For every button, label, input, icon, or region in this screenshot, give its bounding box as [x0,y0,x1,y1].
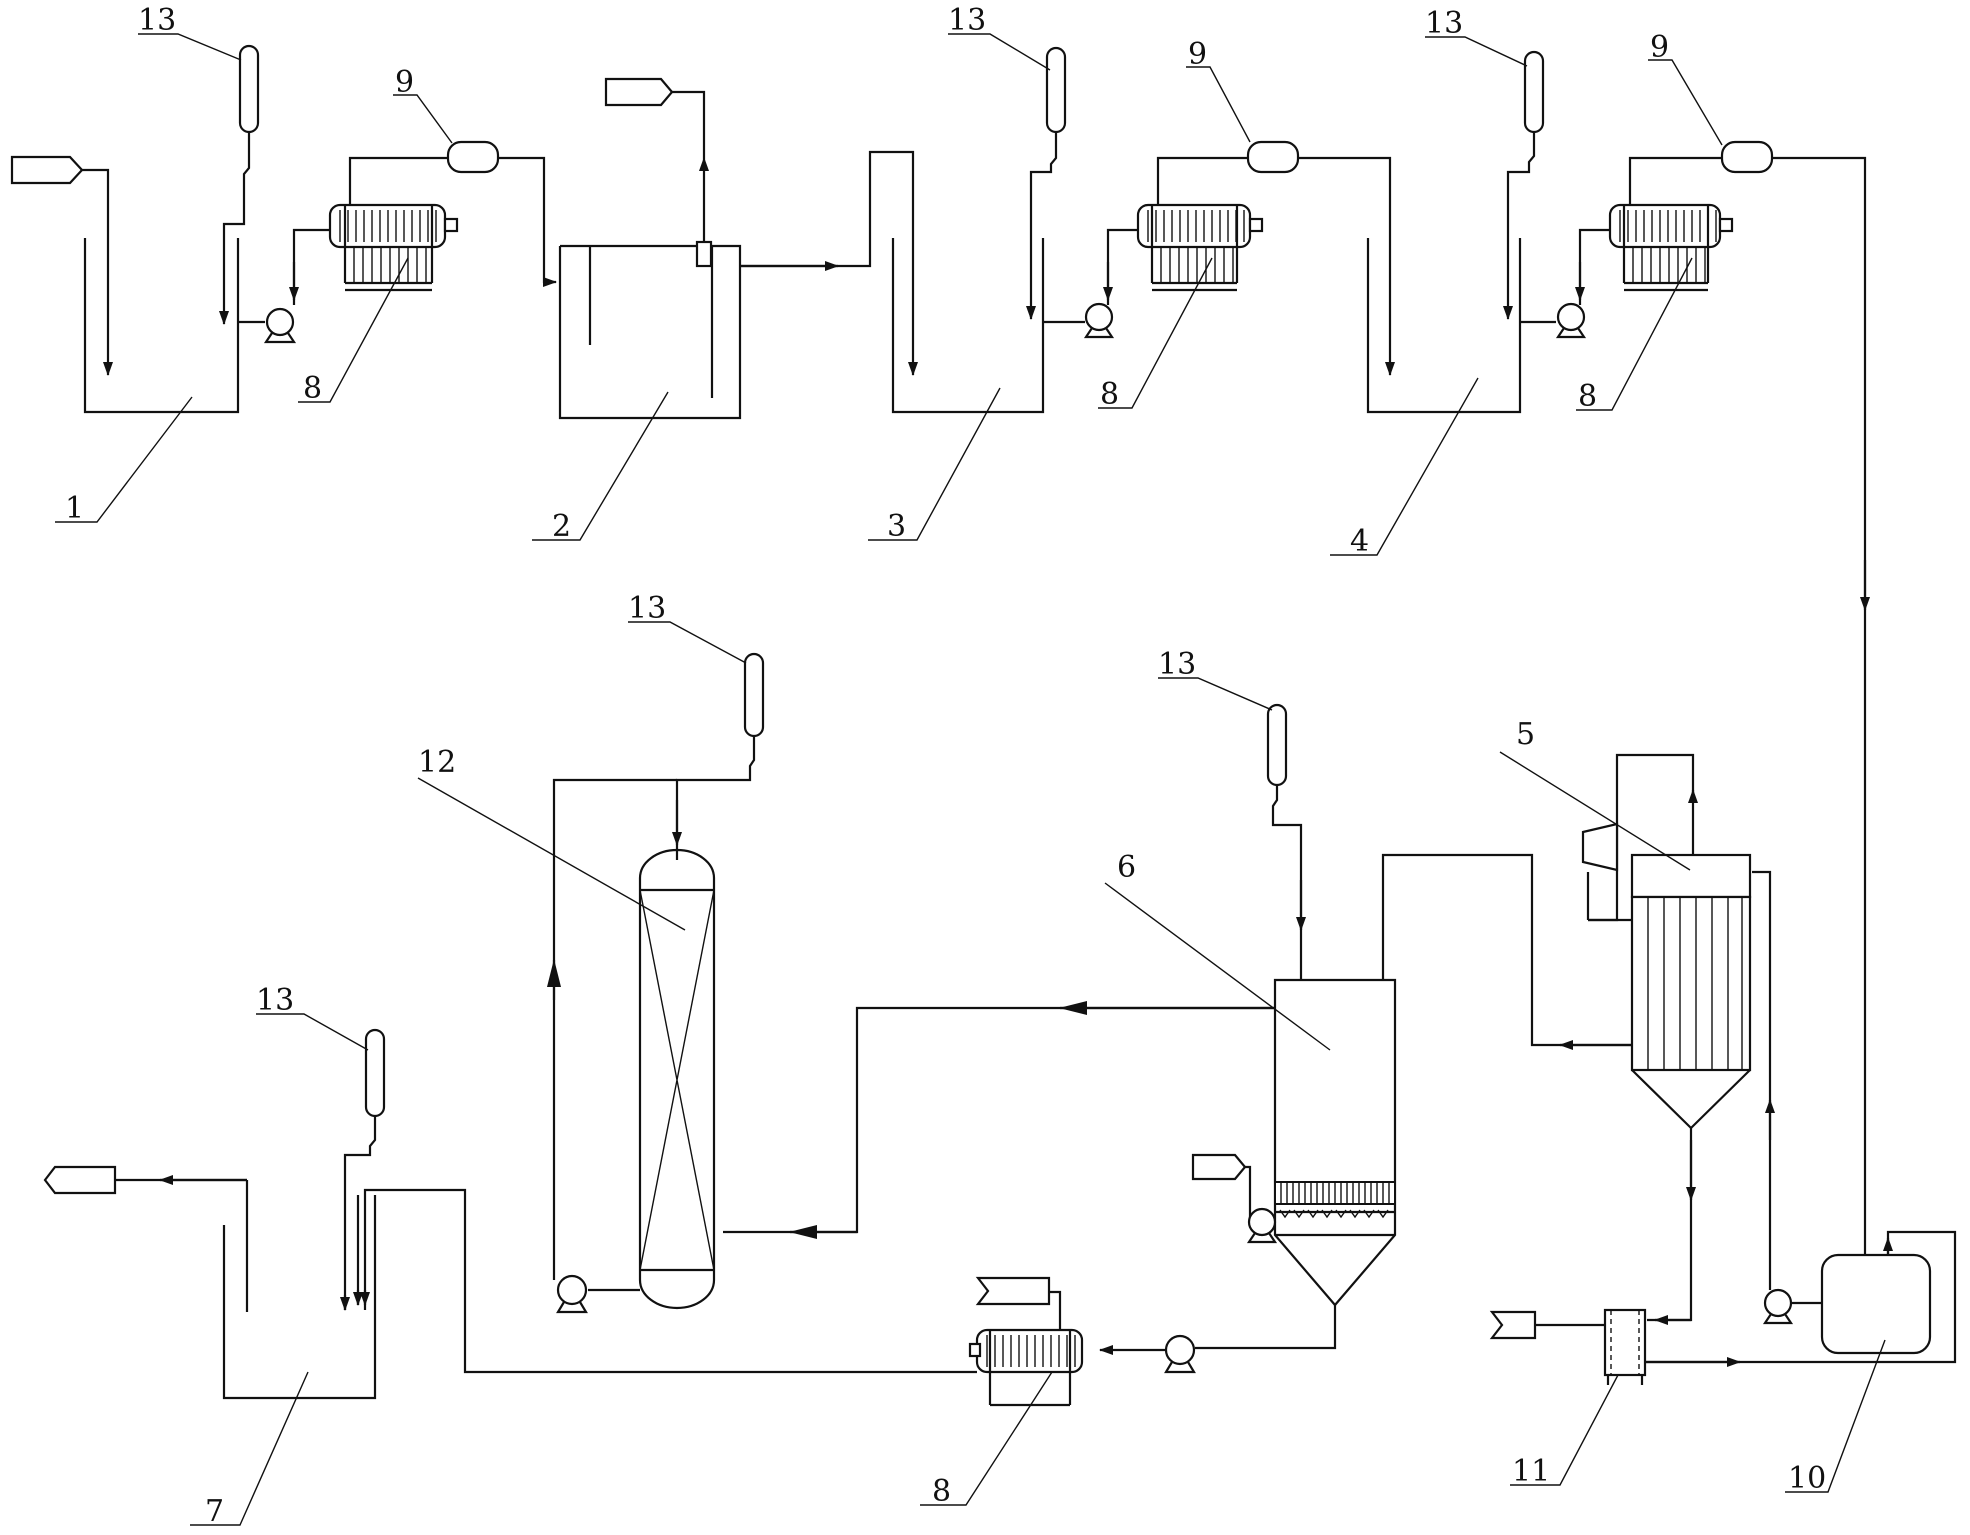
labels: 13 9 8 1 2 13 9 8 3 13 9 8 4 13 13 5 12 … [65,3,1826,1529]
label-1: 1 [65,491,84,526]
filter-press-8-d [968,1276,1084,1407]
tank-1 [83,238,240,414]
label-10: 10 [1788,1461,1826,1496]
mother-liquor-line [723,1001,1275,1239]
label-8-a: 8 [303,371,322,406]
pump-6 [556,1274,640,1314]
tank-7 [43,1165,977,1400]
filter-press-8-c [1575,156,1734,305]
feed-inlet-1 [10,155,113,376]
pump-4 [1752,870,1822,1325]
label-4: 4 [1350,524,1369,559]
tank-3 [891,238,1045,414]
evaporator-5 [1581,753,1752,1130]
label-13-a: 13 [138,3,176,38]
label-3: 3 [887,509,906,544]
filter-press-8-b [1103,156,1264,305]
label-9-a: 9 [395,65,414,100]
tank-2 [558,77,915,420]
pump-3 [1520,302,1587,339]
label-13-e: 13 [628,591,666,626]
label-6: 6 [1117,850,1136,885]
label-11: 11 [1512,1454,1550,1489]
filter-9-a [446,140,557,287]
label-13-d: 13 [1158,647,1196,682]
dosing-tank-13-d [1266,703,1306,980]
column-12 [638,848,716,1310]
dosing-tank-13-f [340,1028,386,1311]
filter-press-8-a [289,156,459,305]
label-8-d: 8 [932,1474,951,1509]
label-9-b: 9 [1188,37,1207,72]
dosing-tank-13-c [1503,50,1545,320]
label-12: 12 [418,745,456,780]
label-13-b: 13 [948,3,986,38]
air-pump [1191,1153,1278,1244]
label-7: 7 [205,1494,224,1529]
filter-9-c [1720,140,1870,1255]
dosing-tank-13-b [1026,46,1067,320]
pump-5 [1099,1305,1337,1374]
label-5: 5 [1516,717,1535,752]
label-leaders [55,33,1886,1526]
filter-9-b [1246,140,1392,238]
pump-2 [1043,302,1115,339]
dosing-tank-13-a [219,44,260,325]
label-2: 2 [552,509,571,544]
label-9-c: 9 [1650,30,1669,65]
label-13-f: 13 [256,983,294,1018]
pump-1 [238,307,297,344]
tank-4 [1366,238,1522,414]
crystallizer-6 [1273,853,1632,1307]
dosing-tank-13-e [547,652,765,1280]
storage-tank-10 [1645,1230,1957,1364]
separator-11 [1489,1128,1741,1385]
label-8-b: 8 [1100,377,1119,412]
label-8-c: 8 [1578,379,1597,414]
label-13-c: 13 [1425,6,1463,41]
